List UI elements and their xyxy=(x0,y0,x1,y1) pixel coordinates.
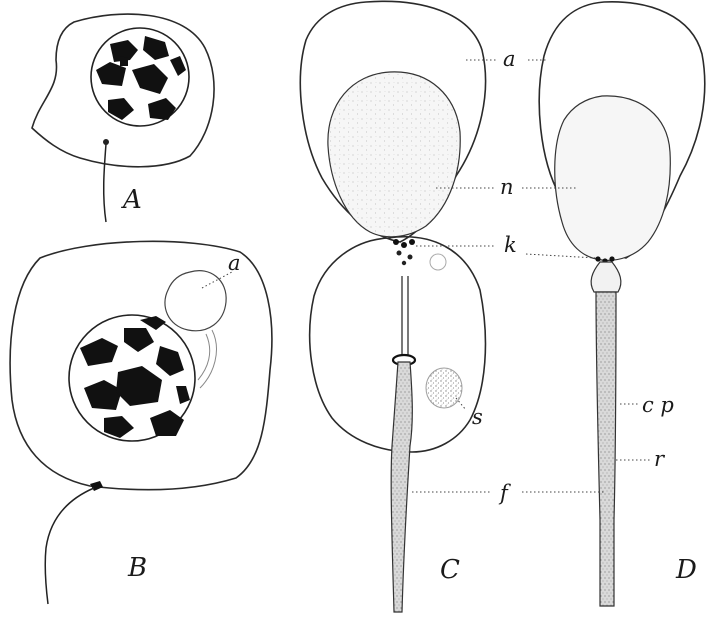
panel-b-label: B xyxy=(127,553,147,583)
panel-c-k-granules xyxy=(393,239,415,265)
panel-c-label: C xyxy=(440,555,460,585)
panel-b-vacuole-shadow xyxy=(198,330,216,388)
panel-c-s-label: s xyxy=(472,405,483,429)
panel-a-nucleus xyxy=(91,28,189,126)
label-f: f xyxy=(498,481,511,505)
panel-b-nucleus xyxy=(69,315,195,441)
label-k: k xyxy=(504,233,517,257)
panel-d-label: D xyxy=(675,555,697,585)
panel-c-faint-body xyxy=(430,254,446,270)
panel-b-flagellum xyxy=(45,488,94,604)
panel-d-cp-label: c p xyxy=(642,393,674,417)
panel-c: C s xyxy=(300,1,496,612)
panel-d-tail xyxy=(596,292,616,606)
panel-b-a-label: a xyxy=(228,251,241,275)
panel-a-flagellum xyxy=(104,144,106,222)
panel-d-neck xyxy=(591,262,621,292)
panel-d: D c p r xyxy=(522,2,705,606)
panel-d-nucleus xyxy=(555,96,671,261)
panel-a-label: A xyxy=(121,185,142,215)
panel-c-s-body xyxy=(426,368,462,408)
panel-d-r-label: r xyxy=(654,447,666,471)
panel-c-tail xyxy=(391,362,412,612)
panel-c-axial-rod xyxy=(402,276,408,356)
label-n: n xyxy=(500,175,514,199)
panel-a: A xyxy=(32,14,214,222)
panel-b: a B xyxy=(10,241,272,604)
label-a: a xyxy=(503,47,516,71)
